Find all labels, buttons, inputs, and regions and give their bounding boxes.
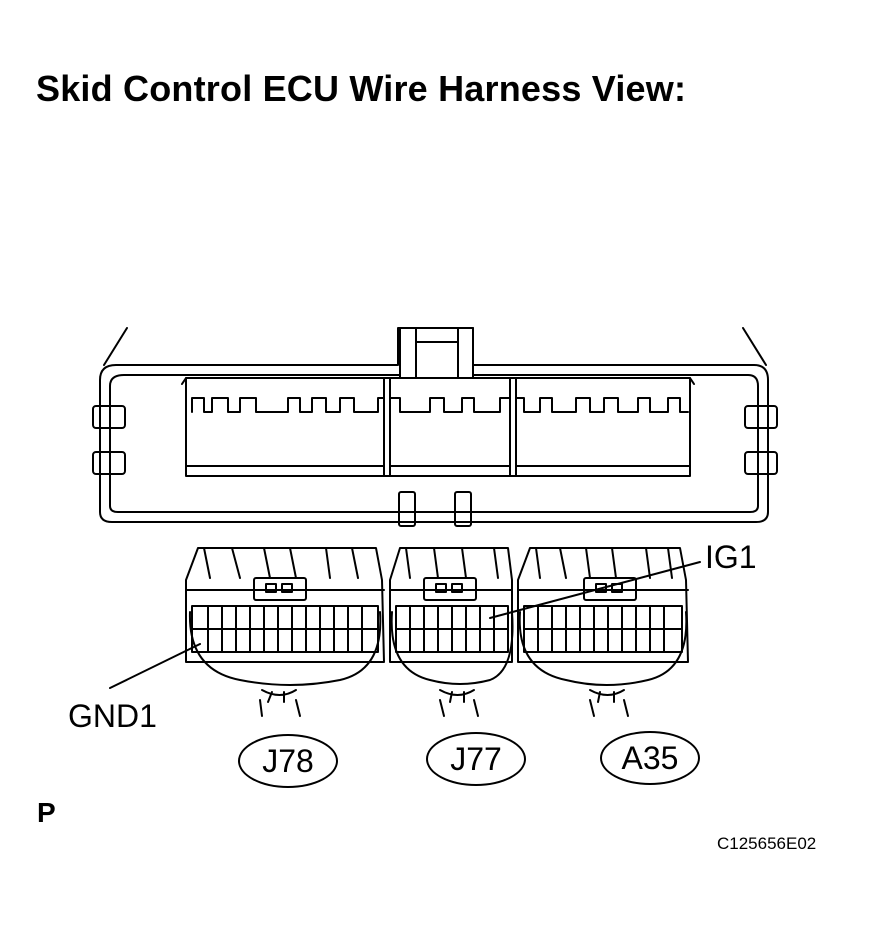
connector-j78 <box>186 548 384 716</box>
connector-id-a35: A35 <box>600 731 700 785</box>
gnd1-terminal-label: GND1 <box>68 698 157 734</box>
figure-code: C125656E02 <box>717 834 817 853</box>
ecu-body <box>93 328 777 526</box>
diagram-title: Skid Control ECU Wire Harness View: <box>36 68 687 109</box>
connector-id-j77: J77 <box>426 732 526 786</box>
socket-key-ridge <box>192 398 688 412</box>
connector-j77 <box>390 548 513 716</box>
ig1-terminal-label: IG1 <box>705 539 757 575</box>
ig1-leader-line <box>490 562 700 618</box>
gnd1-leader-line <box>110 644 200 688</box>
connector-id-j78: J78 <box>238 734 338 788</box>
view-letter: P <box>37 797 56 828</box>
connector-a35 <box>518 548 688 716</box>
